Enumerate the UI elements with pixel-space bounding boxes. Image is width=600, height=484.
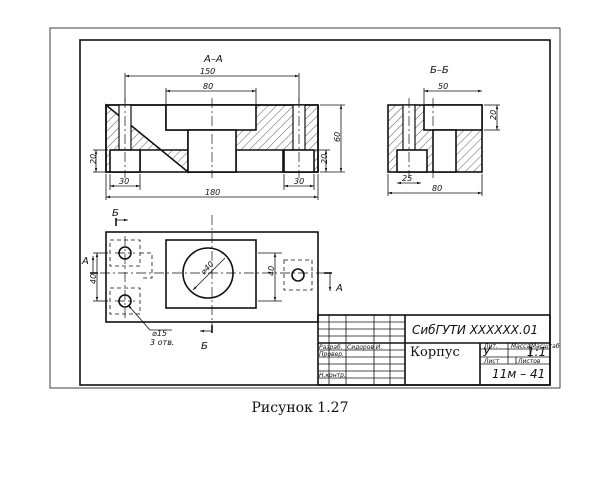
top-cavity <box>165 104 257 131</box>
dim-50: 50 <box>438 82 448 91</box>
cut-mark-a-left: А <box>81 256 89 267</box>
tb-row-norm-control: Н.контр. <box>319 372 346 379</box>
tb-part-name: Корпус <box>410 345 460 360</box>
dim-80: 80 <box>203 82 213 91</box>
section-b-b: Б–Б 50 20 25 80 <box>387 65 500 196</box>
right-hole-plan <box>291 268 305 282</box>
tb-row-developed: Разраб. <box>319 344 343 351</box>
tb-col-scale: Масштаб <box>531 343 560 350</box>
dim-30-right: 30 <box>294 177 304 186</box>
tb-col-sheets: Листов <box>517 358 541 365</box>
bb-bore <box>432 129 457 173</box>
bb-counterbore <box>396 149 428 173</box>
dim-60: 60 <box>333 132 342 142</box>
dim-40-left: 40 <box>89 274 98 284</box>
cut-mark-b-top: Б <box>112 208 119 219</box>
title-block: СибГУТИ ХХХХХХ.01 Корпус Разраб. Сидоров… <box>317 314 560 386</box>
dim-40-right: 40 <box>267 266 276 276</box>
tb-scale-value: 1:1 <box>527 345 546 359</box>
right-counterbore-plan <box>283 259 313 291</box>
dim-hole-dia: ⌀15 <box>152 329 167 338</box>
sheet-outline <box>49 27 561 389</box>
plan-view: ⌀40 40 40 ⌀15 3 отв. Б <box>81 208 343 352</box>
circle-leader <box>192 257 226 291</box>
tb-row-checked: Провер. <box>319 351 344 358</box>
tb-col-sheet: Лист <box>483 358 500 365</box>
dim-20-bb: 20 <box>489 110 498 120</box>
hole-leader <box>127 304 151 331</box>
tb-col-letter: Лит. <box>483 343 498 350</box>
dim-80-bb: 80 <box>432 184 442 193</box>
drawing-frame <box>79 39 551 386</box>
tb-developer-name: Сидоров И. <box>347 344 382 351</box>
plan-pocket <box>165 239 257 309</box>
tb-letter-value: У <box>483 345 491 359</box>
plan-outline <box>105 231 319 323</box>
tb-group: 11м – 41 <box>492 367 545 381</box>
figure-caption: Рисунок 1.27 <box>251 400 349 416</box>
section-a-a-label: А–А <box>203 54 223 65</box>
tb-organization: СибГУТИ ХХХХХХ.01 <box>412 323 538 337</box>
dim-20-left: 20 <box>89 154 98 164</box>
dim-20-right: 20 <box>320 154 329 164</box>
dim-30-left: 30 <box>119 177 129 186</box>
dim-circle-dia: ⌀40 <box>199 260 216 277</box>
dim-180: 180 <box>205 188 220 197</box>
holes-count: 3 отв. <box>150 338 174 347</box>
cut-mark-b-bottom: Б <box>201 341 208 352</box>
dim-150: 150 <box>200 67 215 76</box>
cut-mark-a-right: А <box>335 283 343 294</box>
dim-25: 25 <box>402 174 412 183</box>
section-a-a: А–А 150 80 60 <box>89 54 345 200</box>
tb-col-mass: Масса <box>511 343 530 350</box>
cut-path-b <box>140 252 153 279</box>
section-b-b-label: Б–Б <box>430 65 449 76</box>
